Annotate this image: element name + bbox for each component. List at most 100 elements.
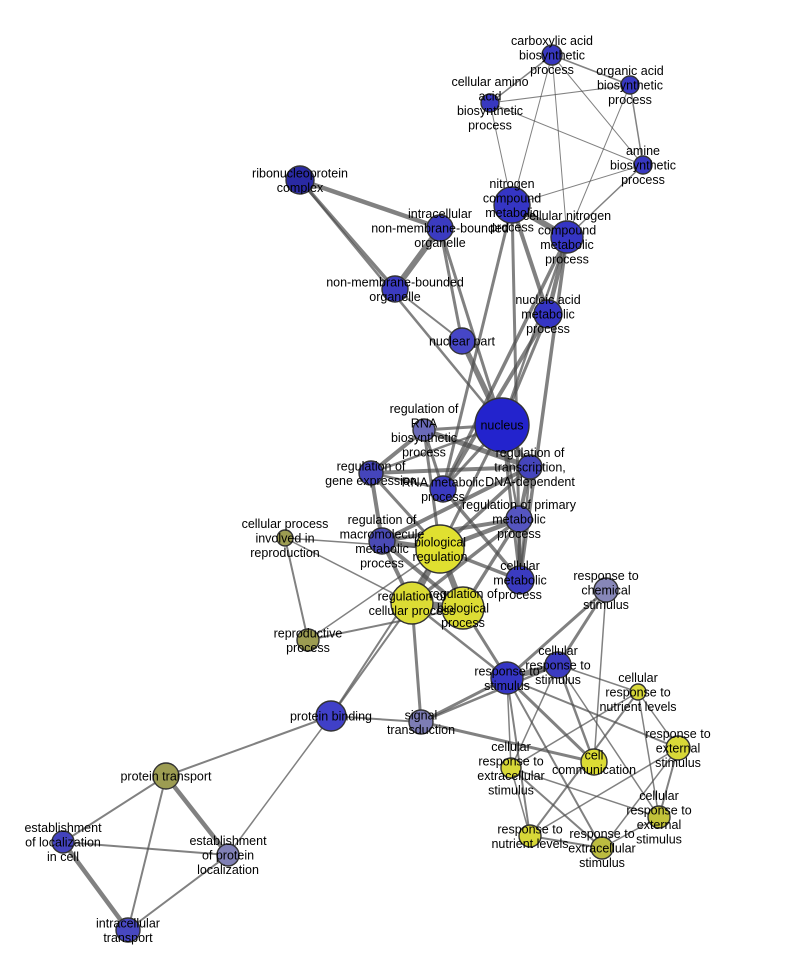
node-protein-transport[interactable] bbox=[152, 762, 180, 790]
edge-cellular-response-to-stimulus--signal-transduction[interactable] bbox=[419, 663, 560, 724]
edge-response-to-external-stimulus--response-to-nutrient-levels[interactable] bbox=[529, 747, 679, 837]
edge-cellular-response-to-stimulus--cellular-response-to-nutrient-levels[interactable] bbox=[557, 664, 639, 693]
edge-establishment-of-localization-in-cell--intracellular-transport[interactable] bbox=[60, 839, 131, 933]
edge-signal-transduction--cell-communication[interactable] bbox=[419, 720, 596, 764]
node-carboxylic-acid-biosynthetic-process[interactable] bbox=[541, 44, 563, 66]
edge-reproductive-process--biological-regulation[interactable] bbox=[307, 548, 441, 641]
edge-nitrogen-compound-metabolic-process--nucleic-acid-metabolic-process[interactable] bbox=[510, 203, 550, 316]
edge-carboxylic-acid-biosynthetic-process--nitrogen-compound-metabolic-process[interactable] bbox=[511, 54, 553, 206]
node-cellular-amino-acid-biosynthetic-process[interactable] bbox=[480, 93, 500, 113]
node-response-to-stimulus[interactable] bbox=[490, 661, 524, 695]
edge-cellular-response-to-stimulus--cellular-response-to-external-stimulus[interactable] bbox=[557, 664, 660, 818]
node-regulation-of-primary-metabolic-process[interactable] bbox=[505, 505, 533, 533]
edge-intracellular-non-membrane-bounded-organelle--nuclear-part[interactable] bbox=[438, 226, 464, 343]
node-intracellular-transport[interactable] bbox=[115, 917, 141, 943]
node-response-to-extracellular-stimulus[interactable] bbox=[590, 836, 614, 860]
node-organic-acid-biosynthetic-process[interactable] bbox=[620, 75, 640, 95]
edge-organic-acid-biosynthetic-process--cellular-nitrogen-compound-metabolic-process[interactable] bbox=[566, 84, 631, 238]
edge-carboxylic-acid-biosynthetic-process--organic-acid-biosynthetic-process[interactable] bbox=[551, 54, 631, 86]
node-nucleus[interactable] bbox=[474, 397, 530, 453]
edge-carboxylic-acid-biosynthetic-process--amine-biosynthetic-process[interactable] bbox=[551, 54, 644, 166]
edge-regulation-of-primary-metabolic-process--regulation-of-cellular-process[interactable] bbox=[410, 517, 521, 605]
edge-cellular-nitrogen-compound-metabolic-process--nucleus[interactable] bbox=[500, 235, 569, 427]
node-regulation-of-rna-biosynthetic-process[interactable] bbox=[412, 418, 436, 442]
edge-cellular-response-to-extracellular-stimulus--response-to-nutrient-levels[interactable] bbox=[510, 767, 531, 837]
edge-non-membrane-bounded-organelle--nuclear-part[interactable] bbox=[394, 288, 463, 342]
edge-intracellular-non-membrane-bounded-organelle--nucleus[interactable] bbox=[438, 226, 504, 427]
edge-cellular-response-to-stimulus--response-to-chemical-stimulus[interactable] bbox=[556, 588, 608, 667]
edge-organic-acid-biosynthetic-process--amine-biosynthetic-process[interactable] bbox=[629, 84, 644, 166]
node-regulation-of-transcription-dna-dependent[interactable] bbox=[517, 454, 543, 480]
node-cellular-nitrogen-compound-metabolic-process[interactable] bbox=[550, 220, 584, 254]
edge-response-to-external-stimulus--response-to-extracellular-stimulus[interactable] bbox=[601, 747, 679, 849]
edge-response-to-chemical-stimulus--cell-communication[interactable] bbox=[593, 589, 607, 763]
edge-protein-binding--biological-regulation[interactable] bbox=[330, 548, 441, 717]
edge-response-to-stimulus--response-to-chemical-stimulus[interactable] bbox=[505, 588, 608, 680]
node-signal-transduction[interactable] bbox=[408, 709, 434, 735]
edge-cellular-response-to-extracellular-stimulus--response-to-extracellular-stimulus[interactable] bbox=[510, 767, 603, 849]
edge-cellular-response-to-stimulus--cellular-response-to-extracellular-stimulus[interactable] bbox=[510, 664, 559, 769]
edge-cellular-amino-acid-biosynthetic-process--organic-acid-biosynthetic-process[interactable] bbox=[489, 84, 631, 104]
node-establishment-of-localization-in-cell[interactable] bbox=[51, 830, 75, 854]
node-cell-communication[interactable] bbox=[580, 748, 608, 776]
node-response-to-external-stimulus[interactable] bbox=[665, 735, 691, 761]
node-rna-metabolic-process[interactable] bbox=[429, 475, 457, 503]
edge-cellular-response-to-nutrient-levels--cellular-response-to-extracellular-stimulus[interactable] bbox=[510, 691, 639, 769]
node-cellular-process-involved-in-reproduction[interactable] bbox=[276, 529, 294, 547]
edge-amine-biosynthetic-process--cellular-nitrogen-compound-metabolic-process[interactable] bbox=[566, 164, 644, 238]
edge-protein-binding--protein-transport[interactable] bbox=[165, 715, 332, 777]
node-regulation-of-biological-process[interactable] bbox=[441, 586, 485, 630]
node-response-to-nutrient-levels[interactable] bbox=[518, 824, 542, 848]
node-nitrogen-compound-metabolic-process[interactable] bbox=[493, 186, 531, 224]
node-regulation-of-gene-expression[interactable] bbox=[358, 460, 384, 486]
edge-carboxylic-acid-biosynthetic-process--cellular-nitrogen-compound-metabolic-process[interactable] bbox=[551, 54, 568, 238]
node-cellular-response-to-extracellular-stimulus[interactable] bbox=[500, 757, 522, 779]
edge-cellular-response-to-stimulus--cell-communication[interactable] bbox=[556, 663, 596, 764]
node-reproductive-process[interactable] bbox=[296, 628, 320, 652]
node-nucleic-acid-metabolic-process[interactable] bbox=[533, 299, 563, 329]
node-non-membrane-bounded-organelle[interactable] bbox=[381, 275, 409, 303]
node-ribonucleoprotein-complex[interactable] bbox=[285, 165, 315, 195]
node-protein-binding[interactable] bbox=[315, 700, 347, 732]
edge-ribonucleoprotein-complex--intracellular-non-membrane-bounded-organelle[interactable] bbox=[297, 177, 443, 231]
edge-establishment-of-protein-localization--protein-binding[interactable] bbox=[227, 715, 332, 856]
edge-response-to-stimulus--response-to-external-stimulus[interactable] bbox=[506, 677, 679, 749]
edge-response-to-stimulus--cell-communication[interactable] bbox=[505, 676, 596, 764]
edge-regulation-of-transcription-dna-dependent--regulation-of-gene-expression[interactable] bbox=[369, 465, 532, 475]
node-cellular-response-to-nutrient-levels[interactable] bbox=[629, 683, 647, 701]
node-biological-regulation[interactable] bbox=[415, 524, 465, 574]
node-establishment-of-protein-localization[interactable] bbox=[216, 843, 240, 867]
edge-protein-transport--intracellular-transport[interactable] bbox=[127, 775, 167, 931]
node-layer bbox=[51, 44, 691, 943]
edge-cellular-amino-acid-biosynthetic-process--amine-biosynthetic-process[interactable] bbox=[489, 102, 644, 166]
node-amine-biosynthetic-process[interactable] bbox=[633, 155, 653, 175]
edge-regulation-of-rna-biosynthetic-process--regulation-of-transcription-dna-dependent[interactable] bbox=[421, 427, 533, 470]
node-intracellular-non-membrane-bounded-organelle[interactable] bbox=[426, 214, 454, 242]
edge-protein-transport--establishment-of-localization-in-cell[interactable] bbox=[62, 775, 167, 843]
node-cellular-response-to-stimulus[interactable] bbox=[544, 651, 572, 679]
edge-response-to-stimulus--response-to-nutrient-levels[interactable] bbox=[506, 677, 531, 837]
edge-response-to-stimulus--response-to-extracellular-stimulus[interactable] bbox=[506, 677, 603, 849]
edge-cellular-process-involved-in-reproduction--biological-regulation[interactable] bbox=[284, 537, 441, 550]
edge-protein-binding--regulation-of-cellular-process[interactable] bbox=[330, 602, 413, 717]
edge-cellular-response-to-extracellular-stimulus--cellular-response-to-external-stimulus[interactable] bbox=[510, 767, 660, 818]
edge-establishment-of-localization-in-cell--establishment-of-protein-localization[interactable] bbox=[62, 841, 229, 856]
node-cellular-metabolic-process[interactable] bbox=[505, 565, 535, 595]
node-nuclear-part[interactable] bbox=[448, 327, 476, 355]
node-regulation-of-cellular-process[interactable] bbox=[390, 581, 434, 625]
edge-cellular-response-to-nutrient-levels--cellular-response-to-external-stimulus[interactable] bbox=[637, 691, 660, 818]
node-response-to-chemical-stimulus[interactable] bbox=[593, 577, 619, 603]
edge-establishment-of-protein-localization--intracellular-transport[interactable] bbox=[127, 854, 229, 931]
edge-cellular-process-involved-in-reproduction--reproductive-process[interactable] bbox=[284, 537, 309, 641]
edge-cellular-nitrogen-compound-metabolic-process--rna-metabolic-process[interactable] bbox=[441, 235, 569, 491]
edge-reproductive-process--regulation-of-biological-process[interactable] bbox=[307, 607, 464, 641]
node-regulation-of-macromolecule-metabolic-process[interactable] bbox=[368, 527, 396, 555]
edge-response-to-nutrient-levels--response-to-extracellular-stimulus[interactable] bbox=[529, 835, 603, 849]
edge-carboxylic-acid-biosynthetic-process--cellular-amino-acid-biosynthetic-process[interactable] bbox=[489, 54, 553, 104]
edge-protein-transport--establishment-of-protein-localization[interactable] bbox=[163, 773, 231, 858]
edge-amine-biosynthetic-process--nitrogen-compound-metabolic-process[interactable] bbox=[511, 164, 644, 206]
edge-cellular-process-involved-in-reproduction--regulation-of-cellular-process[interactable] bbox=[284, 537, 413, 604]
node-cellular-response-to-external-stimulus[interactable] bbox=[647, 805, 671, 829]
